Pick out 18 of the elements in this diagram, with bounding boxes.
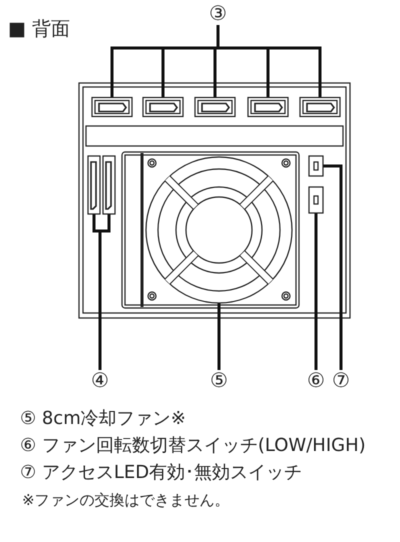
legend-text: ⑥ ファン回転数切替スイッチ(LOW/HIGH) (20, 437, 366, 455)
leader-line (218, 303, 220, 370)
port-connector (87, 155, 101, 215)
port-connector (194, 96, 236, 118)
fan-grille (145, 156, 293, 304)
section-heading: ■ 背面 (8, 20, 70, 39)
note-text: ※ファンの交換はできません。 (22, 493, 230, 508)
port-connector (91, 96, 133, 118)
port-connector (299, 96, 341, 118)
leader-line (314, 213, 318, 370)
legend-text: ⑦ アクセスLED有効･無効スイッチ (20, 464, 302, 482)
slide-switch (308, 186, 324, 214)
port-connector (247, 96, 289, 118)
port-connector (102, 155, 116, 215)
slide-switch (308, 155, 324, 177)
leader-line (323, 164, 342, 370)
legend-text: ⑤ 8cm冷却ファン※ (20, 410, 186, 428)
port-connector (142, 96, 184, 118)
